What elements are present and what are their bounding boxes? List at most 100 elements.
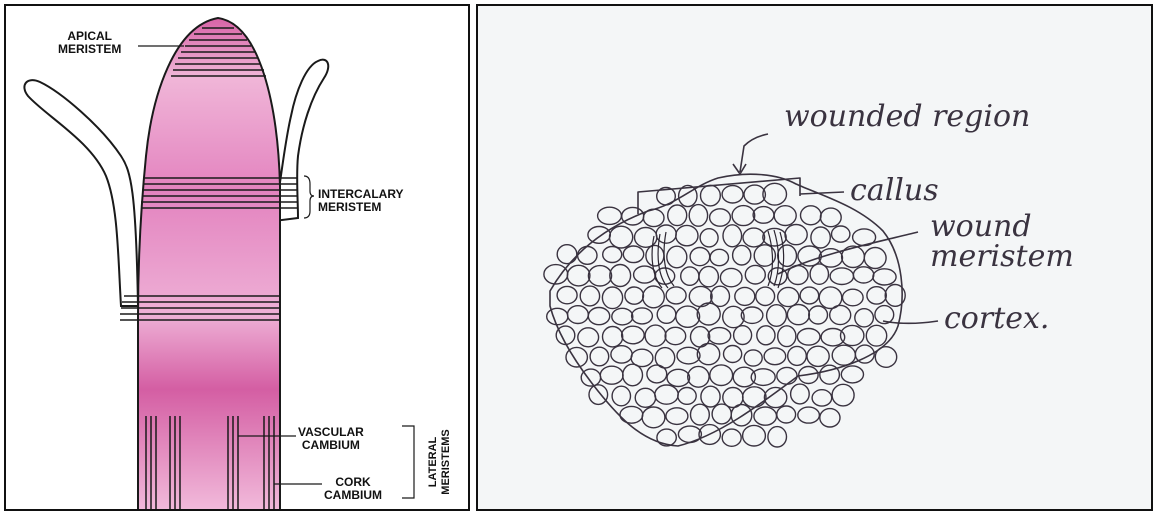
cell [557, 245, 577, 264]
cell [667, 369, 690, 386]
cell [578, 328, 599, 347]
cell [547, 308, 568, 324]
cell [873, 269, 896, 285]
cell [801, 206, 822, 225]
wound-sketch-panel: wounded region callus wound meristem cor… [476, 4, 1153, 511]
cell [625, 287, 644, 304]
cell [757, 326, 775, 345]
cell [677, 347, 700, 364]
cell [676, 306, 700, 327]
cell [866, 325, 886, 346]
cell [598, 207, 622, 224]
cell [842, 246, 865, 267]
cell [603, 247, 622, 263]
cell [745, 265, 765, 284]
cell [611, 346, 632, 363]
cell [756, 287, 775, 305]
cell [832, 226, 850, 242]
cell [635, 388, 655, 407]
cell [588, 227, 610, 244]
cell [788, 346, 807, 365]
cell [734, 326, 752, 345]
cell [788, 266, 808, 285]
cell [778, 245, 797, 266]
cell [811, 227, 830, 248]
cell [732, 206, 755, 226]
cell [612, 386, 630, 406]
cell [777, 367, 797, 384]
cell [568, 306, 589, 324]
meristem-diagram-panel: LATERAL MERISTEMS APICAL MERISTEM INTERC… [4, 4, 470, 511]
cell [689, 205, 707, 227]
cell [810, 264, 828, 284]
lateral-meristems-label: LATERAL MERISTEMS [427, 429, 452, 494]
cell [581, 369, 600, 386]
cell [754, 407, 777, 425]
wound-meristem-label: wound meristem [930, 212, 1074, 272]
cell [720, 268, 742, 286]
cell [655, 385, 678, 404]
cell [667, 246, 687, 268]
cell [676, 225, 698, 245]
cell [620, 406, 643, 423]
cell [666, 408, 688, 425]
cell [830, 305, 851, 324]
cell [820, 208, 841, 227]
cell [809, 306, 828, 324]
stem-body [138, 18, 280, 511]
cell [665, 327, 686, 344]
cell [764, 348, 786, 365]
cell [681, 267, 699, 285]
callus-leader [800, 192, 844, 194]
cork-cambium-label: CORK CAMBIUM [324, 476, 382, 502]
cell [567, 265, 590, 286]
cell [724, 346, 742, 363]
cell [600, 366, 623, 384]
cell [688, 366, 709, 387]
cell [642, 407, 665, 428]
cell [744, 185, 765, 204]
cell [622, 207, 644, 225]
cell [610, 226, 633, 248]
cell [791, 384, 810, 404]
cell [679, 185, 697, 206]
cell [798, 407, 820, 423]
cell [830, 268, 853, 285]
cell [778, 326, 796, 347]
cell [712, 404, 731, 424]
cell [634, 266, 656, 283]
cell [875, 347, 896, 368]
cell [853, 267, 873, 283]
cell [580, 286, 599, 306]
cell [589, 385, 608, 405]
intercalary-meristem-label: INTERCALARY MERISTEM [318, 188, 404, 214]
cell [610, 265, 631, 287]
cell [832, 345, 855, 365]
cell [657, 306, 676, 324]
cell [557, 286, 577, 303]
cell [797, 329, 820, 346]
cell [700, 229, 718, 247]
cortex-label: cortex. [944, 304, 1049, 334]
cell [668, 205, 687, 226]
cell [697, 303, 720, 325]
cell [623, 246, 643, 263]
cell [744, 350, 762, 366]
tissue-cells [544, 183, 905, 447]
cell [774, 206, 796, 226]
cell [841, 366, 863, 383]
left-leaf [24, 80, 138, 306]
cell [733, 245, 751, 265]
cell [622, 326, 645, 344]
wounded-region-label: wounded region [784, 102, 1030, 132]
cell [678, 388, 696, 405]
cell [733, 367, 755, 387]
cell [735, 287, 755, 305]
wounded-region-arrow [733, 134, 768, 174]
cell [590, 347, 609, 366]
cell [743, 425, 766, 446]
cell [722, 429, 741, 446]
cell [767, 305, 787, 327]
cell [643, 209, 664, 226]
shoot-diagram: LATERAL MERISTEMS [6, 6, 470, 511]
